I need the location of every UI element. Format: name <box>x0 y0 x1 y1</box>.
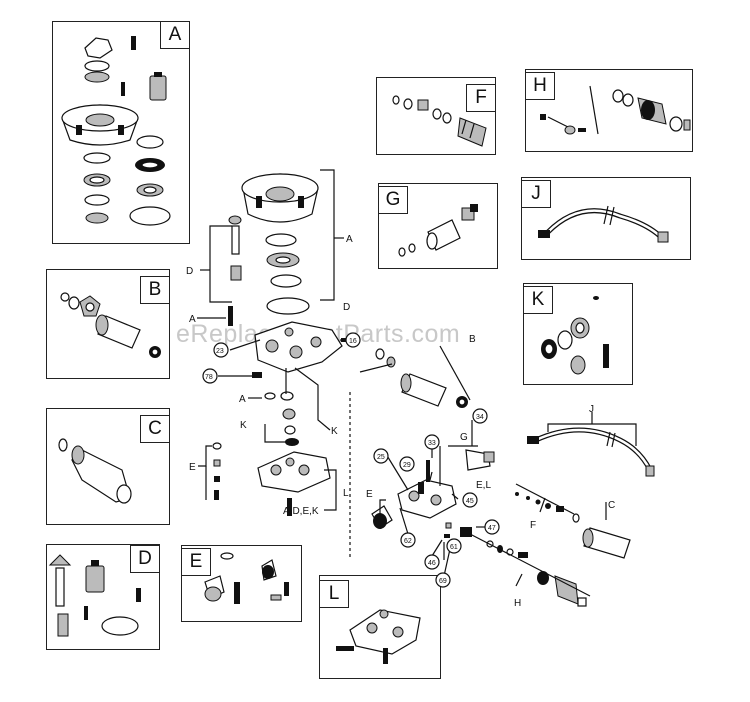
kit-b-parts <box>60 292 161 358</box>
callout-e-right: E <box>366 489 373 500</box>
callout-b: B <box>469 334 476 345</box>
kit-c-parts <box>58 438 132 504</box>
kit-g-parts <box>398 204 478 257</box>
callout-69: 69 <box>439 578 447 585</box>
callout-62: 62 <box>404 538 412 545</box>
kit-label-e: E <box>181 548 211 576</box>
callout-78: 78 <box>205 374 213 381</box>
callout-el: E,L <box>476 480 491 491</box>
unloader-valve-assembly <box>371 348 655 607</box>
kit-label-l: L <box>319 580 349 608</box>
callout-33: 33 <box>428 440 436 447</box>
kit-label-f: F <box>466 84 496 112</box>
kit-label-k: K <box>523 286 553 314</box>
callout-34: 34 <box>476 414 484 421</box>
callout-d-left: D <box>186 266 193 277</box>
kit-label-a: A <box>160 21 190 49</box>
callout-a-mid: A <box>239 394 246 405</box>
callout-g: G <box>460 432 468 443</box>
callout-d-right: D <box>343 302 350 313</box>
kit-f-parts <box>392 95 487 147</box>
callout-47: 47 <box>488 525 496 532</box>
callout-e-left: E <box>189 462 196 473</box>
callout-l: L <box>343 488 349 499</box>
kit-h-parts <box>540 85 691 135</box>
callout-29: 29 <box>403 462 411 469</box>
callout-h: H <box>514 598 521 609</box>
kit-box-e: E <box>181 545 302 622</box>
kit-label-h: H <box>525 72 555 100</box>
callout-45: 45 <box>466 498 474 505</box>
kit-a-parts <box>61 36 171 226</box>
callout-c: C <box>608 500 615 511</box>
callout-j: J <box>589 404 594 415</box>
callout-23: 23 <box>216 348 224 355</box>
callout-61: 61 <box>450 544 458 551</box>
kit-label-g: G <box>378 186 408 214</box>
kit-label-c: C <box>140 415 170 443</box>
callout-a-left: A <box>189 314 196 325</box>
kit-box-j: J <box>521 177 691 260</box>
callout-a-top: A <box>346 234 353 245</box>
pump-head-assembly <box>228 173 347 378</box>
kit-k-parts <box>541 296 609 375</box>
callout-16: 16 <box>349 338 357 345</box>
callout-k-right: K <box>331 426 338 437</box>
kit-l-parts <box>336 609 421 664</box>
kit-label-j: J <box>521 180 551 208</box>
leader-lines <box>197 169 637 597</box>
numbered-callouts: 23 16 78 34 33 29 25 45 47 62 46 61 69 <box>202 332 500 588</box>
kit-label-d: D <box>130 545 160 573</box>
inlet-manifold-assembly <box>212 391 331 516</box>
kit-e-parts <box>204 552 289 604</box>
kit-j-parts <box>538 205 669 243</box>
callout-25: 25 <box>377 454 385 461</box>
kit-box-g: G <box>378 183 498 269</box>
callout-f: F <box>530 520 536 531</box>
kit-box-h: H <box>525 69 693 152</box>
kit-d-parts <box>48 554 141 637</box>
kit-label-b: B <box>140 276 170 304</box>
callout-adek: A,D,E,K <box>283 506 319 517</box>
callout-k-left: K <box>240 420 247 431</box>
callout-46: 46 <box>428 560 436 567</box>
